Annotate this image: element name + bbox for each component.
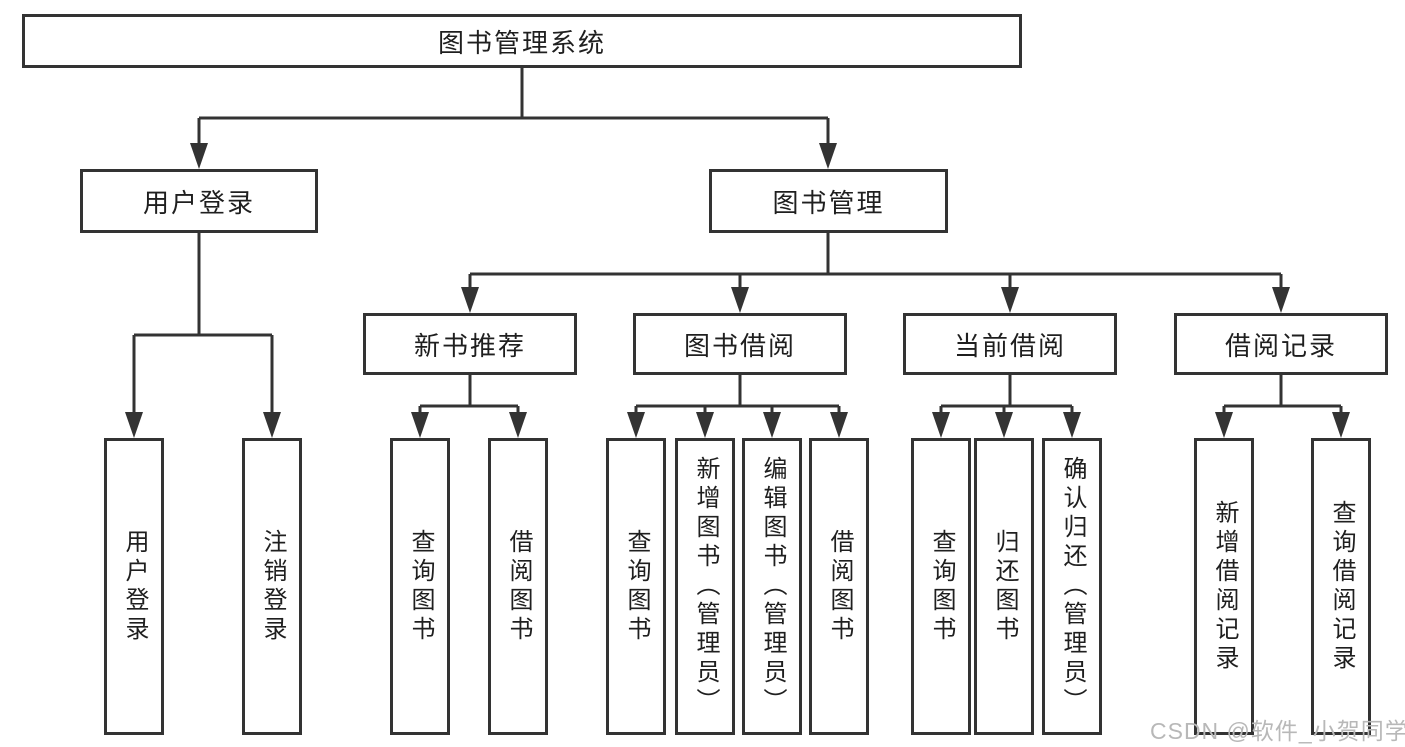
node-query-books-2-label: 查询图书 <box>623 528 650 645</box>
node-query-books-3: 查询图书 <box>911 438 971 735</box>
node-book-borrowing: 图书借阅 <box>633 313 847 375</box>
node-book-borrowing-label: 图书借阅 <box>683 330 796 361</box>
node-borrow-books-1: 借阅图书 <box>488 438 548 735</box>
node-confirm-return-admin-label: 确认归还（管理员） <box>1059 456 1086 717</box>
node-query-books-2: 查询图书 <box>606 438 666 735</box>
node-user-login-label: 用户登录 <box>142 187 255 218</box>
node-add-borrow-record: 新增借阅记录 <box>1194 438 1254 735</box>
node-current-borrowing: 当前借阅 <box>903 313 1117 375</box>
node-add-books-admin-label: 新增图书（管理员） <box>692 456 719 717</box>
node-borrowing-records: 借阅记录 <box>1174 313 1388 375</box>
node-current-borrowing-label: 当前借阅 <box>953 330 1066 361</box>
node-edit-books-admin-label: 编辑图书（管理员） <box>759 456 786 717</box>
node-edit-books-admin: 编辑图书（管理员） <box>742 438 802 735</box>
node-add-books-admin: 新增图书（管理员） <box>675 438 735 735</box>
node-new-book-recommend: 新书推荐 <box>363 313 577 375</box>
node-confirm-return-admin: 确认归还（管理员） <box>1042 438 1102 735</box>
node-root-label: 图书管理系统 <box>437 27 606 58</box>
node-logout-leaf-label: 注销登录 <box>259 528 286 645</box>
node-logout-leaf: 注销登录 <box>242 438 302 735</box>
node-return-books: 归还图书 <box>974 438 1034 735</box>
node-root: 图书管理系统 <box>22 14 1022 68</box>
node-borrow-books-2: 借阅图书 <box>809 438 869 735</box>
node-user-login-leaf-label: 用户登录 <box>121 528 148 645</box>
node-borrow-books-2-label: 借阅图书 <box>826 528 853 645</box>
node-user-login: 用户登录 <box>80 169 318 233</box>
node-borrowing-records-label: 借阅记录 <box>1224 330 1337 361</box>
arrowheads <box>125 143 1350 438</box>
node-add-borrow-record-label: 新增借阅记录 <box>1211 499 1238 674</box>
node-book-management: 图书管理 <box>709 169 948 233</box>
node-query-borrow-record-label: 查询借阅记录 <box>1328 499 1355 674</box>
csdn-watermark: CSDN @软件_小贺同学 <box>1150 718 1405 744</box>
node-query-books-3-label: 查询图书 <box>928 528 955 645</box>
node-query-borrow-record: 查询借阅记录 <box>1311 438 1371 735</box>
node-new-book-recommend-label: 新书推荐 <box>413 330 526 361</box>
node-book-management-label: 图书管理 <box>772 187 885 218</box>
node-user-login-leaf: 用户登录 <box>104 438 164 735</box>
node-query-books-1-label: 查询图书 <box>407 528 434 645</box>
node-borrow-books-1-label: 借阅图书 <box>505 528 532 645</box>
node-return-books-label: 归还图书 <box>991 528 1018 645</box>
node-query-books-1: 查询图书 <box>390 438 450 735</box>
